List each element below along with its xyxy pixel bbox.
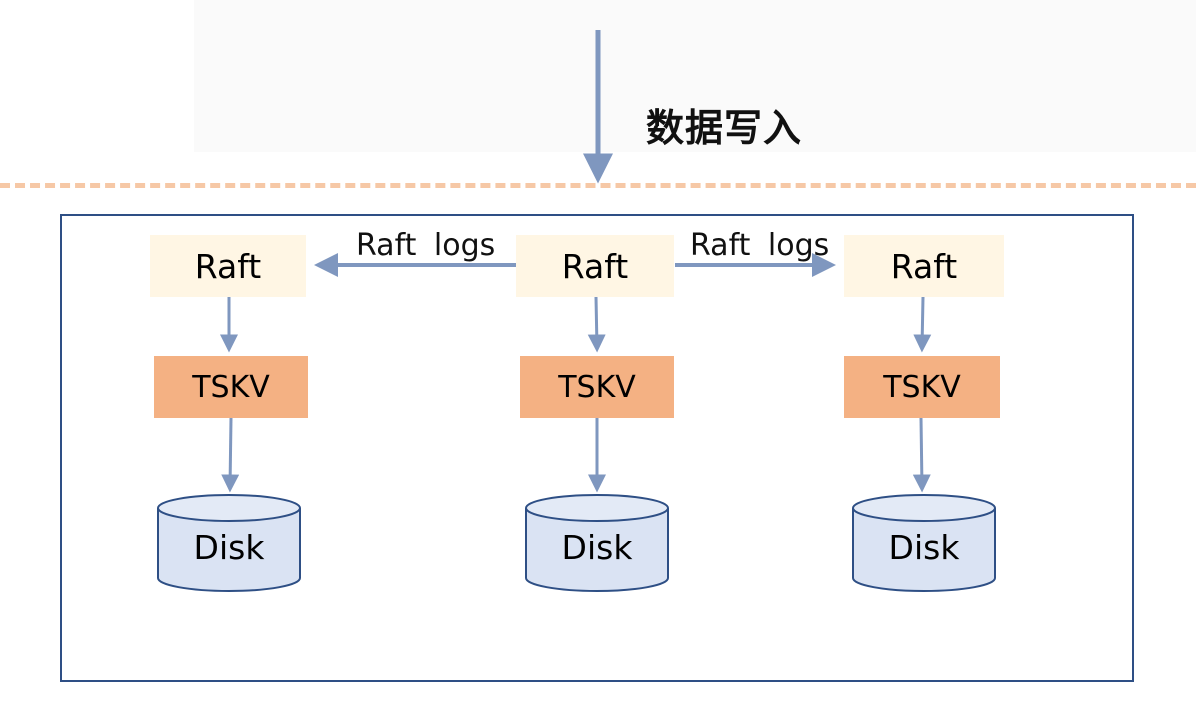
- raft-logs-label-left: Raft logs: [356, 228, 496, 263]
- tskv-to-disk-arrow-1: [221, 417, 240, 493]
- tskv-node-right: TSKV: [844, 356, 1000, 418]
- cluster-container: [60, 214, 1134, 682]
- raft-node-follower-right: Raft: [844, 235, 1004, 297]
- raft-node-follower-left: Raft: [150, 235, 306, 297]
- tskv-label: TSKV: [192, 369, 270, 405]
- disk-label-left: Disk: [193, 528, 265, 567]
- raft-logs-label-right: Raft logs: [690, 228, 830, 263]
- raft-label: Raft: [890, 246, 958, 286]
- raft-to-tskv-arrow-2: [587, 296, 606, 353]
- tskv-label: TSKV: [883, 369, 961, 405]
- boundary-dashed-line: [0, 183, 1196, 188]
- disk-label-center: Disk: [561, 528, 633, 567]
- raft-label: Raft: [194, 246, 262, 286]
- tskv-label: TSKV: [558, 369, 636, 405]
- tskv-node-left: TSKV: [154, 356, 308, 418]
- disk-icon: [157, 494, 301, 592]
- raft-node-leader: Raft: [516, 235, 674, 297]
- raft-to-tskv-arrow-3: [913, 296, 932, 353]
- data-write-label: 数据写入: [646, 106, 803, 150]
- raft-label: Raft: [561, 246, 629, 286]
- tskv-node-center: TSKV: [520, 356, 674, 418]
- disk-icon: [525, 494, 669, 592]
- tskv-to-disk-arrow-3: [912, 417, 931, 493]
- client-region: [194, 0, 1196, 152]
- disk-label-right: Disk: [888, 528, 960, 567]
- disk-icon: [852, 494, 996, 592]
